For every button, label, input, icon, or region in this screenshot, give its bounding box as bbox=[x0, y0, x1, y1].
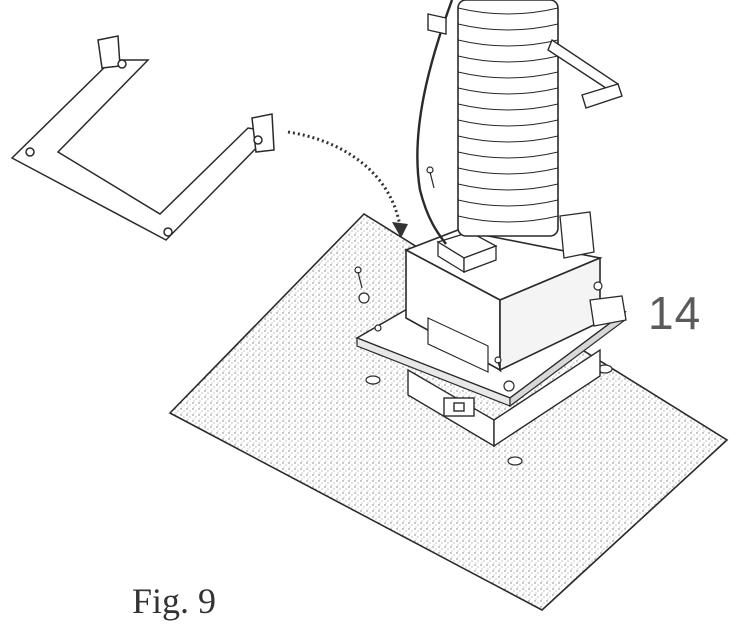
corrugated-hose bbox=[457, 0, 559, 237]
side-brackets bbox=[559, 211, 627, 327]
arrowhead bbox=[392, 222, 408, 238]
figure-caption: Fig. 9 bbox=[132, 581, 217, 621]
installation-arrow bbox=[287, 130, 402, 227]
lower-housing bbox=[407, 348, 601, 448]
connector-block bbox=[436, 231, 498, 274]
u-bracket bbox=[10, 35, 275, 241]
hanger-bracket bbox=[427, 13, 623, 109]
reference-number: 14 bbox=[648, 287, 702, 339]
power-cord bbox=[416, 0, 454, 245]
base-plate-holes bbox=[365, 364, 613, 466]
screws bbox=[354, 166, 603, 392]
